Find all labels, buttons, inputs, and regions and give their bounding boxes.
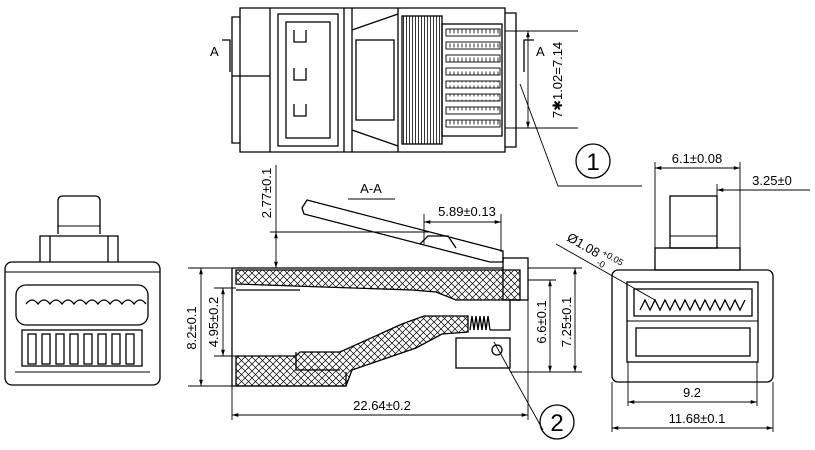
contact-area	[441, 23, 503, 137]
section-line-left	[222, 39, 231, 72]
body-height-dim: 7.25±0.1	[559, 297, 574, 348]
contact-pitch-dim: 7✱1.02=7.14	[550, 42, 565, 118]
latch-length-dim: 5.89±0.13	[438, 204, 496, 219]
section-line-right	[523, 39, 534, 72]
front-view	[4, 195, 161, 386]
section-mark-left: A	[210, 44, 219, 59]
contact-slot	[111, 333, 121, 365]
top-view: A A 7✱1.02=7.14 1	[210, 7, 642, 187]
contact-blade	[445, 119, 501, 128]
contact-pin	[491, 344, 503, 356]
section-title: A-A	[360, 181, 382, 196]
front-body	[4, 261, 161, 386]
contact-blades	[445, 28, 501, 128]
front-contact-row	[25, 299, 147, 306]
contact-blade	[445, 106, 501, 115]
contact-blade	[445, 28, 501, 37]
callout-1-circle	[575, 143, 611, 179]
callout-2-circle	[539, 404, 575, 440]
end-view: 6.1±0.08 3.25±0 Ø1.08 +0.05 -0 9.2 11.68…	[555, 151, 810, 432]
contact-blade	[445, 67, 501, 76]
end-body	[611, 269, 774, 383]
latch-height-dim: 2.77±0.1	[259, 168, 274, 219]
hole-tol-lower: -0	[595, 257, 607, 270]
top-wall-hatch	[235, 269, 521, 301]
latch-offset-dim: 3.25±0	[752, 173, 792, 188]
contact-height-dim: 6.6±0.1	[534, 300, 549, 343]
section-mark-right: A	[536, 44, 545, 59]
end-lower-cavity	[635, 327, 751, 357]
contact-slot	[97, 333, 107, 365]
latch-base	[355, 39, 395, 121]
front-contact-slots	[27, 333, 135, 365]
front-slot-block	[21, 329, 143, 367]
outer-width-dim: 11.68±0.1	[669, 411, 726, 426]
contact-foot	[455, 337, 511, 369]
inner-width-dim: 9.2	[683, 385, 701, 400]
overall-length-dim: 22.64±0.2	[353, 398, 411, 413]
section-view: A-A 2.77±0.1 5.89±0.13 8.2±0.1 4.	[184, 165, 582, 440]
contact-slot	[69, 333, 79, 365]
front-contact-cavity	[15, 284, 149, 326]
contact-blade	[445, 80, 501, 89]
callout-1-label: 1	[586, 149, 599, 176]
end-latch	[669, 195, 718, 249]
contact-housing	[490, 299, 520, 331]
hole-dia: Ø1.08	[565, 230, 603, 261]
cable-opening-dim: 4.95±0.2	[206, 297, 221, 348]
contact-slot	[55, 333, 65, 365]
callout-2-label: 2	[550, 410, 563, 437]
hole-leader	[555, 243, 656, 301]
contact-slot	[27, 333, 37, 365]
front-latch	[57, 195, 101, 234]
end-contact-cavity	[633, 288, 753, 317]
front-latch-base	[39, 235, 119, 262]
bottom-wall-hatch	[235, 315, 469, 387]
contact-slot	[41, 333, 51, 365]
contact-slot	[125, 333, 135, 365]
overall-height-dim: 8.2±0.1	[184, 306, 199, 349]
cable-entry-lines	[236, 289, 340, 371]
contact-blade	[445, 54, 501, 63]
latch-marks	[293, 30, 307, 117]
contact-teeth	[469, 315, 491, 331]
contact-blade	[445, 93, 501, 102]
front-latch-base-inner	[49, 236, 109, 262]
end-inner-outline	[626, 281, 759, 363]
callout-1-leader	[519, 83, 642, 187]
latch-window-outer	[277, 13, 339, 147]
contact-block	[401, 15, 443, 145]
contact-blade	[445, 41, 501, 50]
end-contact-teeth	[639, 298, 746, 312]
latch-window-inner	[285, 21, 331, 139]
latch-width-dim: 6.1±0.08	[672, 151, 723, 166]
callout-2-leader	[493, 341, 544, 431]
latch-taper	[351, 8, 399, 152]
contact-slot	[83, 333, 93, 365]
end-top-part	[654, 247, 741, 271]
